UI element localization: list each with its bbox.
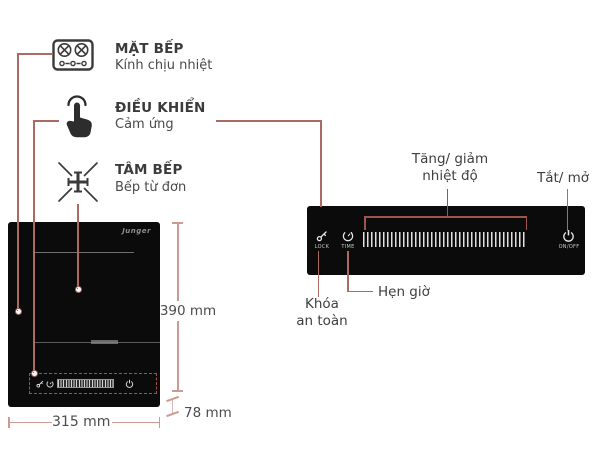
legend-title-control: ĐIỀU KHIỂN [115,100,206,116]
power-label: Tắt/ mở [537,170,590,186]
lock-label-line2: an toàn [296,312,348,329]
control-callout-dot [30,369,38,377]
center-callout-line-v [77,204,79,288]
timer-button-icon [342,230,354,242]
dim-height-line-bottom [177,321,179,391]
dim-depth-line [172,400,173,414]
lock-label-line1: Khóa [305,296,339,312]
cooktop-surface-icon [52,39,94,71]
mini-timer-icon [46,380,54,388]
temp-bracket [364,216,527,218]
lock-button-icon [316,230,328,242]
cooktop-decor-line-top [33,252,134,253]
touch-control-icon [58,93,96,139]
legend-subtitle-center: Bếp từ đơn [115,180,187,195]
temp-slider [363,232,527,247]
legend-subtitle-surface: Kính chịu nhiệt [115,58,213,73]
dim-depth-tick-bottom [166,410,179,417]
control-callout-line-h-left [33,120,59,122]
cooktop-fine-print [91,340,118,344]
timer-callout-line-v [347,251,349,292]
surface-callout-line-h [17,53,53,55]
dim-width-line-left [8,422,52,423]
dim-width-tick-right [158,417,160,428]
legend-title-surface: MẶT BẾP [115,41,184,57]
temp-callout-line [446,189,448,217]
mini-power-icon [125,379,134,388]
legend-title-center: TÂM BẾP [115,162,183,178]
lock-button-label: LOCK [314,244,330,250]
control-panel-closeup: LOCK TIME ON/OFF [307,206,585,275]
temp-bracket-right-tick [525,216,527,230]
dim-height-line-top [177,222,179,301]
power-button-label: ON/OFF [558,244,580,250]
brand-logo: Junger [122,227,151,235]
mini-lock-icon [36,380,44,388]
burner-center-icon [54,158,102,206]
timer-button-label: TIME [341,244,355,250]
surface-callout-dot [14,307,22,315]
cooktop-top-view: Junger [8,222,160,407]
temp-label-line1: Tăng/ giảm [411,151,489,167]
dim-height-value: 390 mm [159,303,217,319]
dim-width-line-right [112,422,159,423]
control-callout-line-h-right [216,120,322,122]
power-button-icon [562,229,575,242]
timer-callout-line-h [347,290,373,292]
surface-callout-line-v [17,53,19,309]
temp-label: Tăng/ giảm nhiệt độ [395,151,505,184]
timer-label: Hẹn giờ [378,284,430,300]
mini-temp-slider [57,379,114,388]
cooktop-control-strip [29,373,157,394]
dim-width-value: 315 mm [52,414,111,430]
dim-depth-value: 78 mm [184,405,232,421]
center-callout-dot [74,285,82,293]
temp-label-line2: nhiệt độ [422,167,478,184]
lock-callout-line [317,251,319,297]
legend-subtitle-control: Cảm ứng [115,117,174,132]
temp-bracket-left-tick [364,216,366,230]
lock-label: Khóa an toàn [290,296,354,329]
control-callout-line-v-right [320,120,322,207]
dim-height-cap-bottom [172,390,183,392]
control-callout-line-v-left [33,120,35,371]
power-callout-line [566,189,568,231]
